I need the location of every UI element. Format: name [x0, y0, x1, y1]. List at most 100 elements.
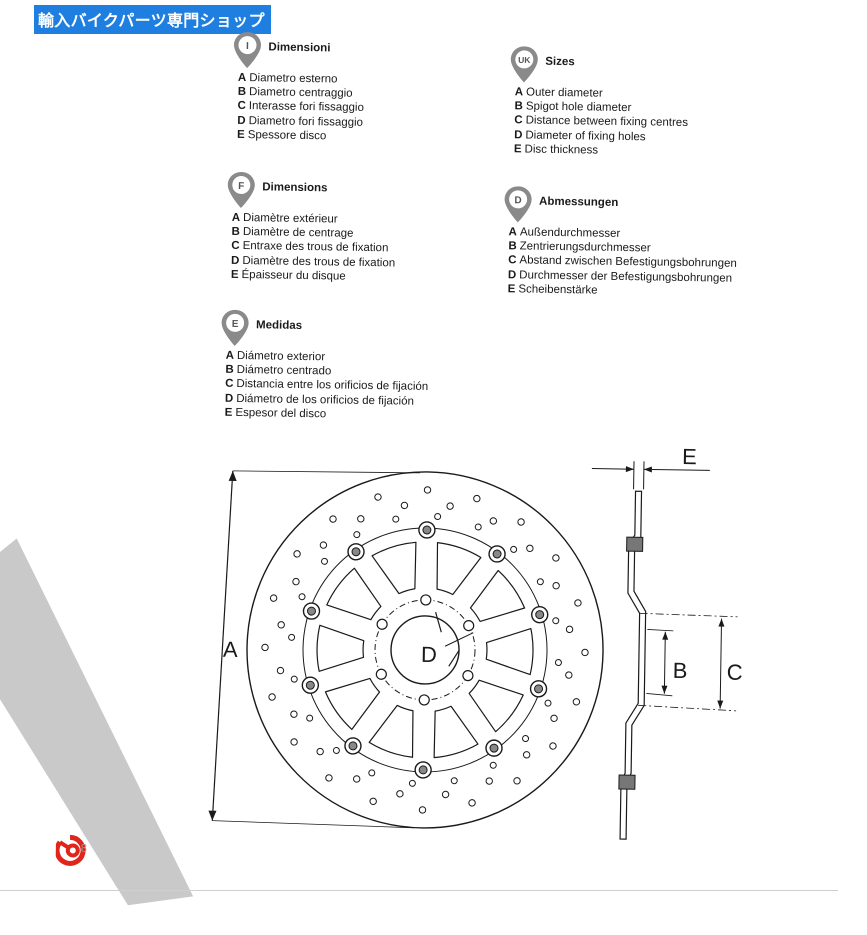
fixing-hole	[377, 619, 387, 629]
drilled-hole	[262, 644, 268, 650]
drilled-hole	[409, 780, 415, 786]
floating-button-core	[536, 611, 544, 619]
floating-button-core	[534, 685, 542, 693]
fixing-hole	[376, 669, 386, 679]
drilled-hole	[307, 715, 313, 721]
dimension-label-e: E	[682, 444, 697, 469]
dimension-c-extension	[640, 613, 738, 617]
carrier-window	[317, 625, 364, 672]
drilled-hole	[277, 667, 283, 673]
drilled-hole	[490, 762, 496, 768]
dimension-a-arrowhead	[229, 471, 237, 481]
drilled-hole	[278, 622, 284, 628]
floating-button-core	[493, 550, 501, 558]
profile-button	[627, 537, 643, 551]
drilled-hole	[419, 807, 425, 813]
disc-side-profile	[586, 461, 740, 841]
carrier-window	[434, 706, 478, 758]
drilled-hole	[269, 694, 275, 700]
dimension-b-arrowhead	[662, 632, 668, 640]
drilled-hole	[537, 579, 543, 585]
dimension-b-extension	[646, 693, 672, 695]
drilled-hole	[523, 752, 529, 758]
dimension-c-arrowhead	[718, 619, 724, 627]
drilled-hole	[573, 699, 579, 705]
floating-button-core	[307, 607, 315, 615]
floating-button-core	[349, 742, 357, 750]
dimension-label-b: B	[673, 658, 688, 683]
drilled-hole	[424, 487, 430, 493]
dimension-e-line	[644, 469, 710, 470]
dimension-c-line	[720, 619, 721, 709]
drilled-hole	[326, 775, 332, 781]
drilled-hole	[511, 546, 517, 552]
dimension-label-d: D	[421, 642, 437, 667]
dimension-label-c: C	[727, 660, 743, 685]
drilled-hole	[566, 672, 572, 678]
dimension-b-extension	[647, 629, 673, 630]
floating-button-core	[419, 766, 427, 774]
drilled-hole	[527, 545, 533, 551]
floating-button-core	[306, 681, 314, 689]
drilled-hole	[469, 800, 475, 806]
floating-button-core	[490, 744, 498, 752]
drilled-hole	[294, 551, 300, 557]
brembo-logo	[56, 832, 97, 869]
drilled-hole	[474, 495, 480, 501]
carrier-window	[437, 543, 481, 595]
dimension-e-arrowhead	[626, 466, 634, 472]
drilled-hole	[486, 778, 492, 784]
carrier-window	[486, 628, 533, 675]
drilled-hole	[566, 626, 572, 632]
drilled-hole	[522, 736, 528, 742]
drilled-hole	[551, 715, 557, 721]
fixing-hole	[463, 671, 473, 681]
page-bottom-rule	[0, 890, 838, 891]
drilled-hole	[582, 649, 588, 655]
drilled-hole	[393, 516, 399, 522]
carrier-window	[372, 542, 416, 594]
drilled-hole	[550, 743, 556, 749]
carrier-window	[469, 680, 524, 732]
drilled-hole	[397, 791, 403, 797]
drilled-hole	[490, 518, 496, 524]
drilled-hole	[555, 660, 561, 666]
fixing-hole	[421, 595, 431, 605]
dimension-e-arrowhead	[644, 466, 652, 472]
dimension-a-extension	[233, 470, 420, 474]
carrier-window	[327, 568, 382, 620]
floating-button-core	[352, 548, 360, 556]
dimension-a-extension	[212, 821, 414, 828]
dimension-label-a: A	[223, 637, 238, 662]
drilled-hole	[451, 778, 457, 784]
disc-front-view	[208, 469, 606, 831]
drilled-hole	[299, 594, 305, 600]
drilled-hole	[370, 798, 376, 804]
floating-button-core	[423, 526, 431, 534]
drilled-hole	[353, 776, 359, 782]
drilled-hole	[545, 700, 551, 706]
drilled-hole	[442, 791, 448, 797]
carrier-window	[470, 570, 525, 622]
drilled-hole	[575, 600, 581, 606]
drilled-hole	[321, 558, 327, 564]
drilled-hole	[320, 542, 326, 548]
drilled-hole	[447, 503, 453, 509]
drilled-hole	[553, 582, 559, 588]
drilled-hole	[475, 524, 481, 530]
profile-button	[619, 775, 635, 789]
drilled-hole	[330, 516, 336, 522]
fixing-hole	[464, 621, 474, 631]
dimension-c-arrowhead	[717, 701, 723, 709]
drilled-hole	[333, 747, 339, 753]
carrier-window	[369, 705, 413, 757]
drilled-hole	[435, 513, 441, 519]
drilled-hole	[514, 778, 520, 784]
drilled-hole	[291, 676, 297, 682]
fixing-hole	[419, 695, 429, 705]
drilled-hole	[358, 516, 364, 522]
drilled-hole	[317, 748, 323, 754]
page-number: 8	[81, 843, 87, 855]
drilled-hole	[369, 770, 375, 776]
